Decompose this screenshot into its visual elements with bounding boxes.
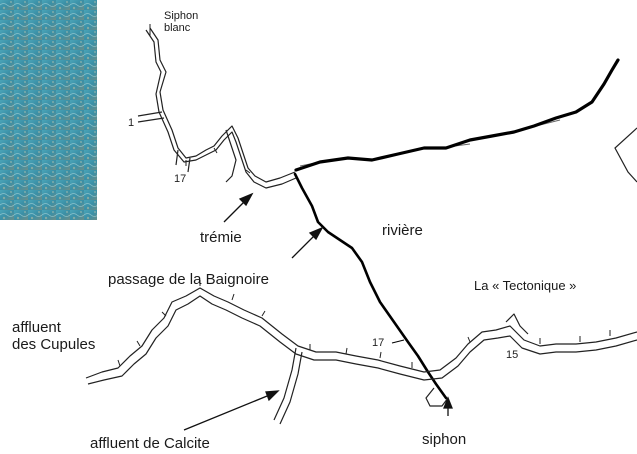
siphon-label: siphon: [422, 431, 467, 448]
upper-passage: [137, 27, 297, 189]
riviere-label: rivière: [382, 222, 423, 239]
wall-ticks: [117, 147, 611, 368]
passage-baignoire-label: passage de la Baignoire: [108, 271, 269, 288]
station-mark-upper-1: 1: [128, 117, 134, 129]
station-mark-right-15: 15: [506, 349, 518, 361]
river-line: [293, 172, 448, 400]
siphon-blanc-label: Siphon blanc: [164, 10, 198, 34]
lower-passage: [85, 287, 637, 425]
station-mark-river-17: 17: [372, 337, 384, 349]
siphon-blanc-line2: blanc: [164, 22, 191, 35]
leader-arrows: [183, 192, 453, 431]
station-mark-upper-17: 17: [174, 173, 186, 185]
tectonique-label: La « Tectonique »: [474, 278, 577, 293]
tremie-label: trémie: [200, 229, 242, 246]
affluent-calcite-label: affluent de Calcite: [90, 435, 210, 452]
cupules-line1: affluent: [12, 319, 61, 336]
affluent-cupules-label: affluent des Cupules: [12, 319, 95, 354]
cupules-line2: des Cupules: [12, 336, 96, 354]
siphon-blanc-line1: Siphon: [164, 10, 199, 22]
photo-thumbnail: [0, 0, 97, 220]
upper-gallery: [294, 58, 620, 172]
